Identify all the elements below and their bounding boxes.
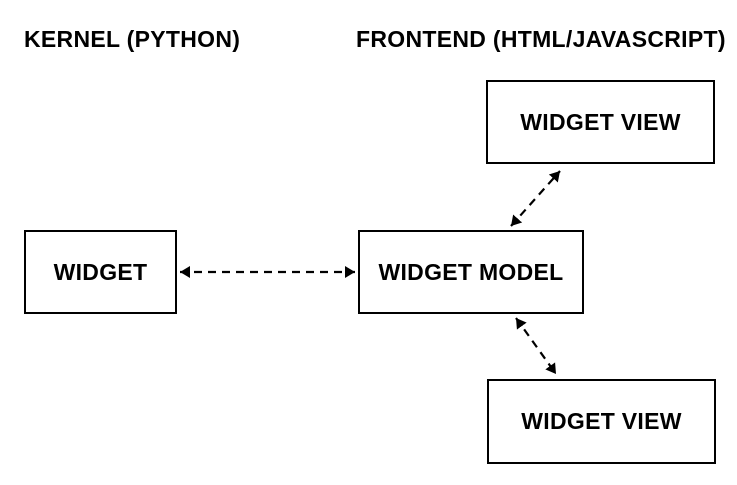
frontend-section-heading: FRONTEND (HTML/JAVASCRIPT)	[356, 26, 726, 52]
widget-view-top-node-label: WIDGET VIEW	[520, 108, 681, 135]
widget-model-node: WIDGET MODEL	[358, 230, 584, 314]
widget-node: WIDGET	[24, 230, 177, 314]
widget-node-label: WIDGET	[53, 258, 148, 285]
widget-model-node-label: WIDGET MODEL	[378, 258, 564, 285]
model-to-top-view-arrow	[510, 170, 561, 227]
model-to-bottom-view-arrow	[515, 317, 557, 375]
kernel-section-heading: KERNEL (PYTHON)	[24, 26, 241, 52]
widget-view-bottom-node-label: WIDGET VIEW	[521, 408, 682, 434]
widget-view-top-node: WIDGET VIEW	[486, 80, 715, 164]
widget-view-bottom-node: WIDGET VIEW	[487, 379, 716, 464]
